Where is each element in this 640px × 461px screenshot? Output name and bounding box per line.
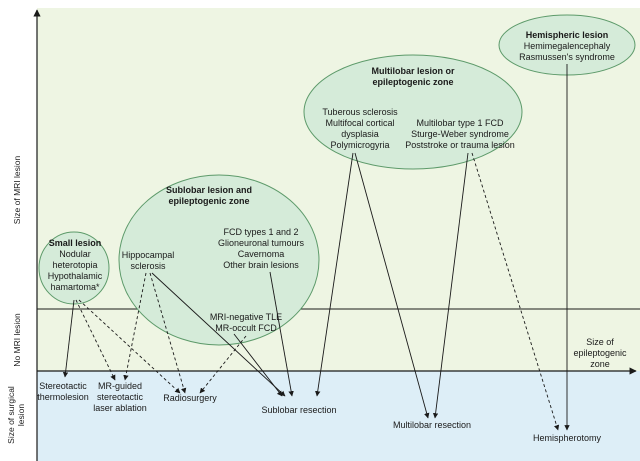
y-label-surgical-size-2: lesion (16, 404, 26, 426)
y-label-surgical-size: Size of surgical (6, 386, 16, 444)
sublobar-left-1: Hippocampal (122, 250, 175, 260)
laser-label-3: laser ablation (93, 403, 147, 413)
multilobar-left-2: Multifocal cortical (325, 118, 394, 128)
multilobar-title-2: epileptogenic zone (372, 77, 453, 87)
small-lesion-line-3: Hypothalamic (48, 271, 103, 281)
arrow-small-to-laser (75, 299, 116, 381)
multilobar-title-1: Multilobar lesion or (371, 66, 455, 76)
multilobar-left-3: dysplasia (341, 129, 379, 139)
arrow-tuberous-to-sublobar (315, 152, 354, 397)
x-label-3: zone (590, 359, 610, 369)
multilobar-left-4: Polymicrogyria (330, 140, 389, 150)
sublobar-resection-label: Sublobar resection (261, 405, 336, 415)
surgical-lesion-region (37, 371, 640, 461)
arrow-hippocampal-to-laser (123, 272, 147, 381)
sublobar-right-2: Glioneuronal tumours (218, 238, 305, 248)
small-lesion-line-4: hamartoma* (50, 282, 100, 292)
multilobar-left-1: Tuberous sclerosis (322, 107, 398, 117)
laser-label-1: MR-guided (98, 381, 142, 391)
sublobar-title-1: Sublobar lesion and (166, 185, 252, 195)
y-label-mri-size: Size of MRI lesion (12, 155, 22, 224)
sublobar-right-3: Cavernoma (238, 249, 285, 259)
mri-negative-1: MRI-negative TLE (210, 312, 282, 322)
arrow-fcd-to-sublobar (269, 271, 294, 397)
multilobar-resection-label: Multilobar resection (393, 420, 471, 430)
multilobar-ellipse (303, 54, 523, 170)
arrow-small-to-radiosurgery (78, 299, 181, 394)
thermolesion-label-1: Stereotactic (39, 381, 87, 391)
multilobar-right-1: Multilobar type 1 FCD (416, 118, 504, 128)
hemispherotomy-label: Hemispherotomy (533, 433, 602, 443)
small-lesion-line-1: Nodular (59, 249, 91, 259)
thermolesion-label-2: thermolesion (37, 392, 89, 402)
arrow-tuberous-to-multilobar (354, 152, 430, 419)
arrow-mrineg-to-radiosurgery (199, 335, 247, 394)
arrow-mrineg-to-sublobar (233, 333, 283, 397)
arrow-small-to-thermolesion (62, 299, 75, 378)
x-label-1: Size of (586, 337, 614, 347)
arrow-multifcd-to-multilobar (432, 152, 469, 419)
sublobar-left-2: sclerosis (130, 261, 166, 271)
small-lesion-line-2: heterotopia (52, 260, 97, 270)
multilobar-right-3: Poststroke or trauma lesion (405, 140, 515, 150)
arrow-hippocampal-to-sublobar (151, 272, 286, 397)
hemispheric-line-2: Rasmussen's syndrome (519, 52, 615, 62)
small-lesion-ellipse (38, 231, 110, 305)
small-lesion-title: Small lesion (49, 238, 102, 248)
radiosurgery-label: Radiosurgery (163, 393, 217, 403)
arrow-poststroke-to-hemispherotomy (471, 152, 560, 431)
sublobar-right-4: Other brain lesions (223, 260, 299, 270)
sublobar-right-1: FCD types 1 and 2 (223, 227, 298, 237)
x-label-2: epileptogenic (573, 348, 627, 358)
hemispheric-title: Hemispheric lesion (526, 30, 609, 40)
sublobar-title-2: epileptogenic zone (168, 196, 249, 206)
multilobar-right-2: Sturge-Weber syndrome (411, 129, 509, 139)
y-label-no-mri: No MRI lesion (12, 313, 22, 367)
hemispheric-line-1: Hemimegalencephaly (524, 41, 611, 51)
sublobar-ellipse (118, 174, 320, 346)
arrow-hippocampal-to-radiosurgery (149, 272, 187, 394)
laser-label-2: stereotactic (97, 392, 144, 402)
mri-negative-2: MR-occult FCD (215, 323, 277, 333)
